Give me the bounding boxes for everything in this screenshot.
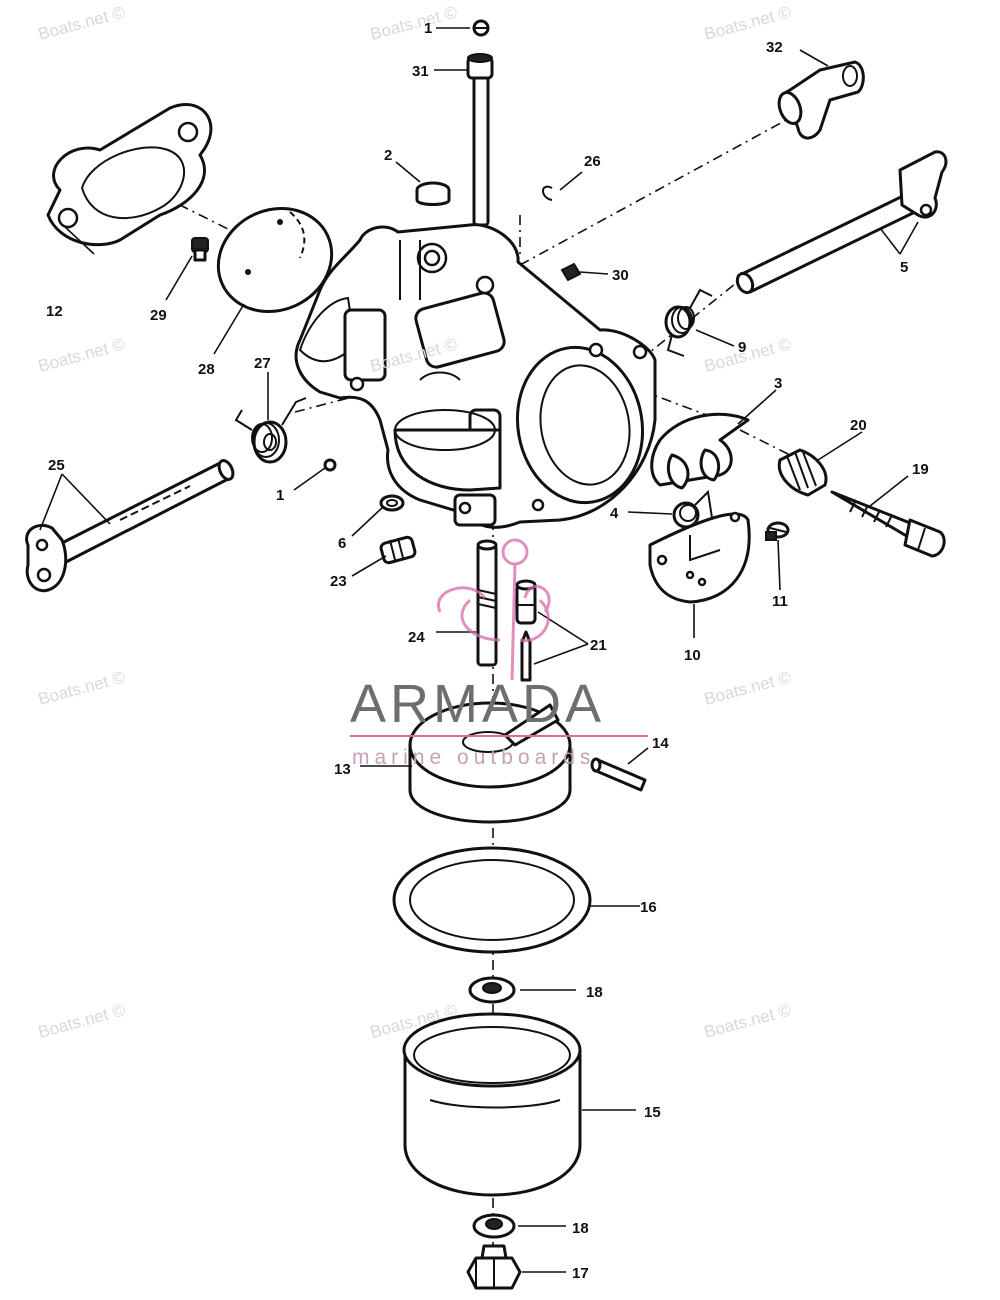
callout-9: 9	[738, 339, 746, 356]
part-12-gasket	[46, 102, 213, 247]
watermark-text: Boats.net ©	[36, 2, 127, 44]
callout-13: 13	[334, 761, 351, 778]
callout-1: 1	[424, 20, 432, 37]
part-1-ball	[472, 19, 490, 37]
callout-29: 29	[150, 307, 167, 324]
part-25-shaft	[25, 459, 235, 593]
watermark-text: Boats.net ©	[36, 667, 127, 709]
part-6-washer	[379, 494, 405, 512]
part-9-spring	[664, 288, 713, 357]
part-28-diaphragm	[216, 206, 334, 314]
part-20-spring	[777, 448, 828, 497]
part-29-screw	[191, 237, 209, 262]
part-32-fitting	[777, 60, 865, 140]
armada-logo: ARMADA marine outboards	[350, 538, 648, 769]
leader-lines	[39, 27, 919, 1273]
watermark-text: Boats.net ©	[36, 334, 127, 376]
callout-1b: 1	[276, 487, 284, 504]
callout-5: 5	[900, 259, 908, 276]
callout-27: 27	[254, 355, 271, 372]
callout-25: 25	[48, 457, 65, 474]
part-10-lever	[648, 511, 751, 604]
callout-4: 4	[610, 505, 619, 522]
part-31-tube	[466, 53, 494, 227]
part-14-pin	[590, 757, 647, 792]
callout-20: 20	[850, 417, 867, 434]
part-23-screw	[379, 535, 417, 565]
watermark-text: Boats.net ©	[36, 1000, 127, 1042]
callout-16: 16	[640, 899, 657, 916]
callout-19: 19	[912, 461, 929, 478]
callout-6: 6	[338, 535, 346, 552]
part-19-needle-screw	[830, 490, 946, 558]
callout-18b: 18	[572, 1220, 589, 1237]
callout-28: 28	[198, 361, 215, 378]
brand-name: ARMADA	[350, 674, 605, 734]
carburetor-body	[294, 223, 657, 529]
callout-18: 18	[586, 984, 603, 1001]
part-2-cap	[415, 181, 451, 206]
part-18-washer	[472, 1213, 516, 1239]
watermark-text: Boats.net ©	[368, 2, 459, 44]
callout-30: 30	[612, 267, 629, 284]
callout-3: 3	[774, 375, 782, 392]
part-21-needle-seat	[515, 579, 537, 682]
callout-2: 2	[384, 147, 392, 164]
part-30-screw	[560, 262, 582, 282]
callout-12: 12	[46, 303, 63, 320]
callout-15: 15	[644, 1104, 661, 1121]
part-24-jet-tube	[476, 539, 498, 667]
watermark-text: Boats.net ©	[702, 1000, 793, 1042]
callout-10: 10	[684, 647, 701, 664]
watermark-text: Boats.net ©	[702, 2, 793, 44]
part-5-shaft	[735, 150, 948, 295]
callout-labels: 1 31 32 2 26 30 5 12 29 28 9 27 3 20 19 …	[46, 20, 929, 1282]
callout-32: 32	[766, 39, 783, 56]
part-17-nut	[466, 1244, 522, 1290]
part-1-ball	[323, 458, 337, 472]
watermark-text: Boats.net ©	[702, 334, 793, 376]
callout-31: 31	[412, 63, 429, 80]
callout-21: 21	[590, 637, 607, 654]
callout-26: 26	[584, 153, 601, 170]
callout-17: 17	[572, 1265, 589, 1282]
part-3-choke-plate	[650, 412, 750, 490]
watermark-text: Boats.net ©	[702, 667, 793, 709]
callout-11: 11	[772, 593, 788, 610]
part-27-spring	[234, 397, 307, 464]
brand-tagline: marine outboards	[352, 746, 595, 769]
callout-23: 23	[330, 573, 347, 590]
part-15-float-bowl	[402, 1012, 582, 1197]
part-11-screw	[765, 521, 790, 541]
part-26-clip	[542, 185, 553, 201]
callout-24: 24	[408, 629, 425, 646]
callout-14: 14	[652, 735, 669, 752]
part-16-gasket-ring	[392, 846, 592, 954]
anchor-logo-icon	[436, 538, 551, 681]
part-18-washer	[468, 976, 516, 1004]
